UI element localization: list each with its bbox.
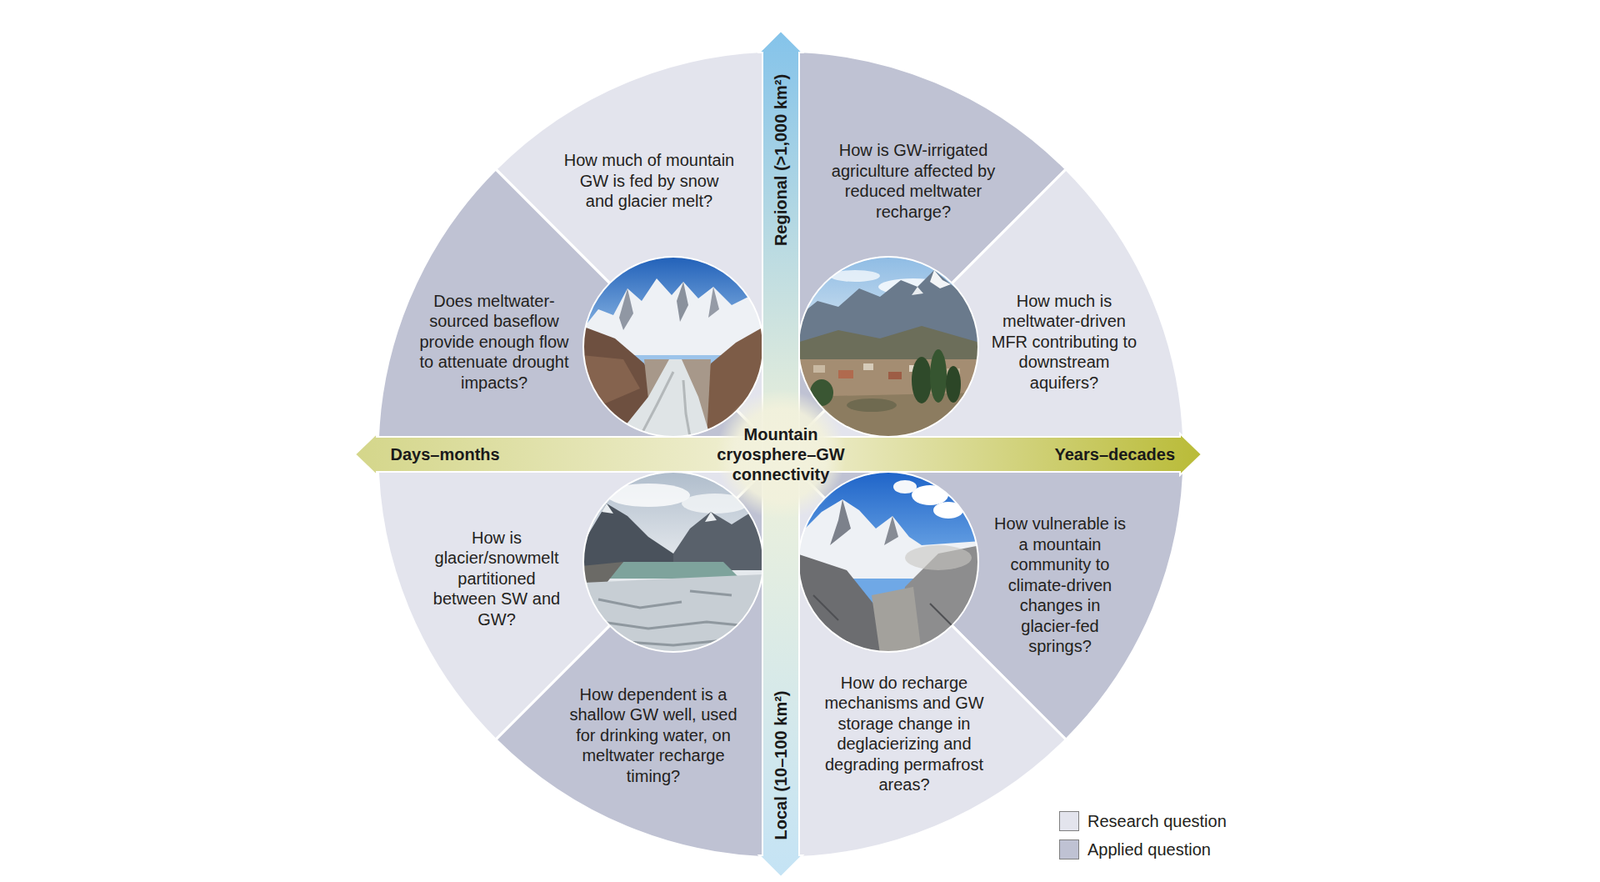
wedge-shape <box>495 454 781 858</box>
scale-axis-label: Regional (>1,000 km²) <box>770 74 791 246</box>
photo-town-part <box>930 349 947 403</box>
question-wedge: How much is meltwater-driven MFR contrib… <box>780 169 1185 455</box>
question-text: How much is meltwater-driven MFR contrib… <box>991 290 1138 394</box>
photo-town-part <box>945 365 961 403</box>
wedge-fill <box>377 169 781 455</box>
label-box: Regional (>1,000 km²) <box>770 74 791 246</box>
legend: Research questionApplied question <box>1059 806 1227 864</box>
center-title: Mountain cryosphere–GW connectivity <box>710 424 852 485</box>
legend-swatch <box>1059 839 1080 860</box>
question-text-box: How dependent is a shallow GW well, used… <box>559 684 747 787</box>
wedge-shape <box>377 169 781 455</box>
photo-town-part <box>888 371 902 380</box>
question-text: How vulnerable is a mountain community t… <box>994 513 1126 657</box>
wedge-shape <box>780 50 1066 455</box>
question-text-box: How much is meltwater-driven MFR contrib… <box>991 290 1138 394</box>
wedge-shape <box>495 50 781 455</box>
time-axis-label: Days–months <box>390 444 500 465</box>
question-text: How do recharge mechanisms and GW storag… <box>811 672 997 795</box>
question-text-box: How do recharge mechanisms and GW storag… <box>811 672 997 795</box>
photo-glacier-part <box>606 561 740 579</box>
question-text: How dependent is a shallow GW well, used… <box>559 684 747 787</box>
photo-town-part <box>911 356 932 404</box>
photo-valley-part <box>619 288 634 330</box>
question-text-box: How is glacier/snowmelt partitioned betw… <box>426 527 567 630</box>
photo-town-part <box>863 363 874 370</box>
question-text: How much of mountain GW is fed by snow a… <box>563 150 735 212</box>
photo-town-part <box>911 286 924 295</box>
legend-row: Applied question <box>1059 835 1227 864</box>
wedge-fill <box>495 454 781 858</box>
question-text-box: How vulnerable is a mountain community t… <box>994 513 1126 657</box>
time-axis-label: Years–decades <box>1055 444 1176 465</box>
photo-peak-part <box>884 515 899 545</box>
photo-valley-part <box>708 286 720 318</box>
photo-valley-part <box>676 281 689 322</box>
label-box: Local (10–100 km²) <box>770 690 791 840</box>
question-text-box: How is GW-irrigated agriculture affected… <box>825 140 1002 222</box>
legend-text: Research question <box>1087 810 1227 831</box>
photo-town-part <box>838 370 854 379</box>
legend-swatch <box>1059 810 1080 831</box>
question-text-box: Does meltwater-sourced baseflow provide … <box>419 290 570 394</box>
wedge-fill <box>780 454 1066 858</box>
legend-text: Applied question <box>1087 839 1211 860</box>
photo-valley-part <box>640 371 690 437</box>
question-text-box: How much of mountain GW is fed by snow a… <box>563 150 735 212</box>
question-text: How is GW-irrigated agriculture affected… <box>825 140 1002 222</box>
question-wedge: Does meltwater-sourced baseflow provide … <box>377 169 781 455</box>
label-box: Years–decades <box>1055 444 1176 465</box>
label-box: Mountain cryosphere–GW connectivity <box>710 424 852 485</box>
wedge-fill <box>780 169 1185 455</box>
photo-town-part <box>813 365 825 373</box>
scale-axis-label: Local (10–100 km²) <box>770 690 791 840</box>
label-box: Days–months <box>390 444 500 465</box>
photo-peak-part <box>830 499 851 545</box>
photo-peak-part <box>893 480 917 494</box>
photo-glacier-part <box>705 511 717 522</box>
wedge-shape <box>780 169 1185 455</box>
legend-row: Research question <box>1059 806 1227 835</box>
question-wedge: How much of mountain GW is fed by snow a… <box>495 50 781 455</box>
photo-peak-part <box>871 586 922 654</box>
question-text: Does meltwater-sourced baseflow provide … <box>419 290 570 394</box>
question-text: How is glacier/snowmelt partitioned betw… <box>426 527 567 630</box>
question-wedge: How dependent is a shallow GW well, used… <box>495 454 781 858</box>
question-wedge: How is GW-irrigated agriculture affected… <box>780 50 1066 455</box>
photo-town-part <box>846 398 897 412</box>
photo-peak-part <box>905 545 972 570</box>
